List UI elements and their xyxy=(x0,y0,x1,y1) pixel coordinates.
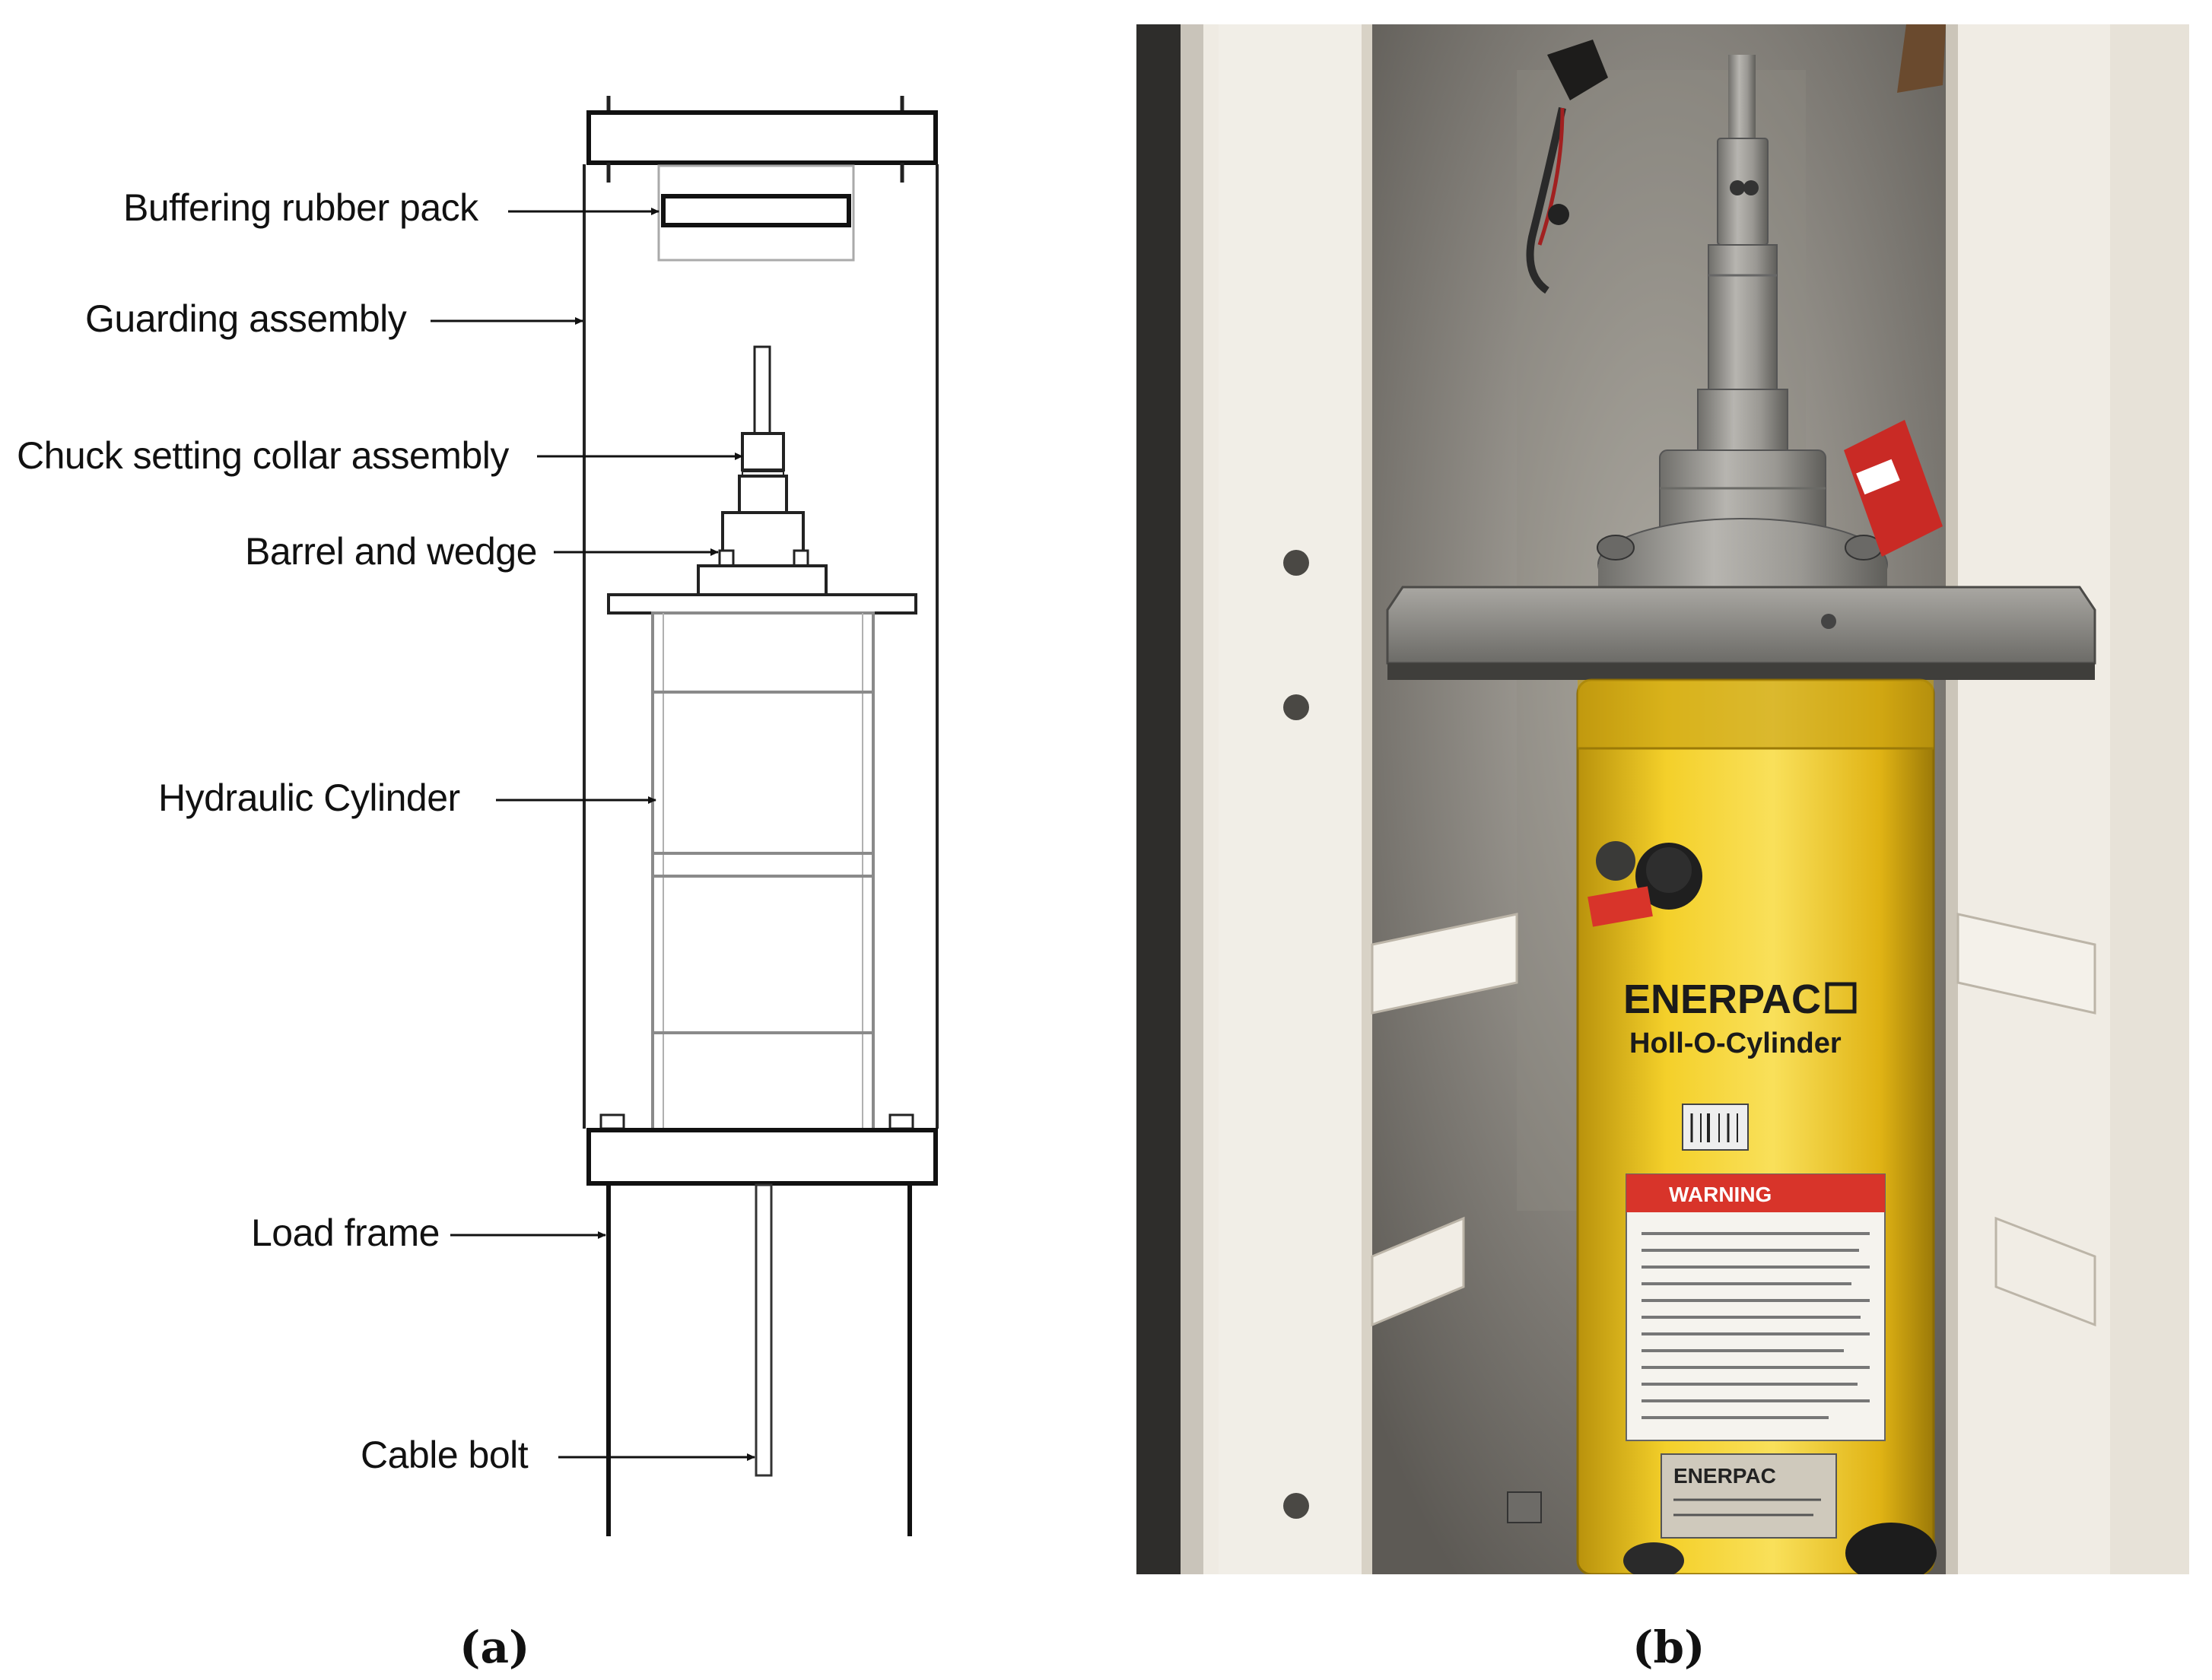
caption-b: (b) xyxy=(1632,1621,1705,1673)
bearing-plate-photo xyxy=(1386,586,2096,680)
cable-bolt-shape xyxy=(755,1183,773,1477)
label-load-frame: Load frame xyxy=(251,1212,440,1254)
guarding-assembly-shape xyxy=(583,164,939,1129)
label-buffering-rubber-pack: Buffering rubber pack xyxy=(123,186,478,229)
label-hydraulic-cylinder: Hydraulic Cylinder xyxy=(158,776,460,819)
schematic-drawing xyxy=(431,96,939,1536)
caption-a: (a) xyxy=(459,1621,530,1673)
nameplate-text: ENERPAC xyxy=(1673,1464,1776,1488)
label-guarding-assembly: Guarding assembly xyxy=(85,297,407,340)
frame-hole xyxy=(1283,694,1309,720)
top-plate xyxy=(586,96,938,183)
nameplate xyxy=(1661,1453,1837,1539)
shelf-left xyxy=(1371,913,1518,1015)
warning-label xyxy=(1626,1173,1886,1441)
cylinder-brand-text: ENERPAC xyxy=(1623,977,1821,1022)
frame-hole xyxy=(1283,1493,1309,1519)
schematic-panel: Buffering rubber pack Guarding assembly … xyxy=(0,0,1065,1676)
buffering-rubber-pack-shape xyxy=(657,164,855,262)
left-dark-strip xyxy=(1136,24,1181,1574)
barrel-and-wedge-shape xyxy=(697,475,828,596)
leader-arrows xyxy=(431,208,755,1461)
hydraulic-cylinder-shape xyxy=(651,611,875,1138)
bearing-plate-shape xyxy=(607,593,917,615)
frame-left-channel xyxy=(1219,24,1371,1574)
chuck-setting-collar-shape xyxy=(741,432,785,477)
shelf-right xyxy=(1956,913,2096,1015)
label-cable-bolt: Cable bolt xyxy=(361,1434,529,1476)
frame-hole xyxy=(1283,550,1309,576)
warning-label-text: WARNING xyxy=(1669,1183,1772,1206)
hydraulic-cylinder-photo: ENERPAC Holl-O-Cylinder WARNING xyxy=(1576,678,1937,1583)
bottom-plate xyxy=(586,1113,938,1186)
photo-illustration: ENERPAC Holl-O-Cylinder WARNING xyxy=(1136,24,2189,1583)
label-barrel-and-wedge: Barrel and wedge xyxy=(245,530,537,573)
cylinder-model-text: Holl-O-Cylinder xyxy=(1629,1027,1842,1059)
photo-panel: ENERPAC Holl-O-Cylinder WARNING xyxy=(1136,24,2189,1673)
label-chuck-setting-collar-assembly: Chuck setting collar assembly xyxy=(17,434,509,477)
load-frame-shape xyxy=(606,1185,912,1536)
cable-top-shape xyxy=(753,345,771,435)
frame-right-channel xyxy=(1958,24,2110,1574)
